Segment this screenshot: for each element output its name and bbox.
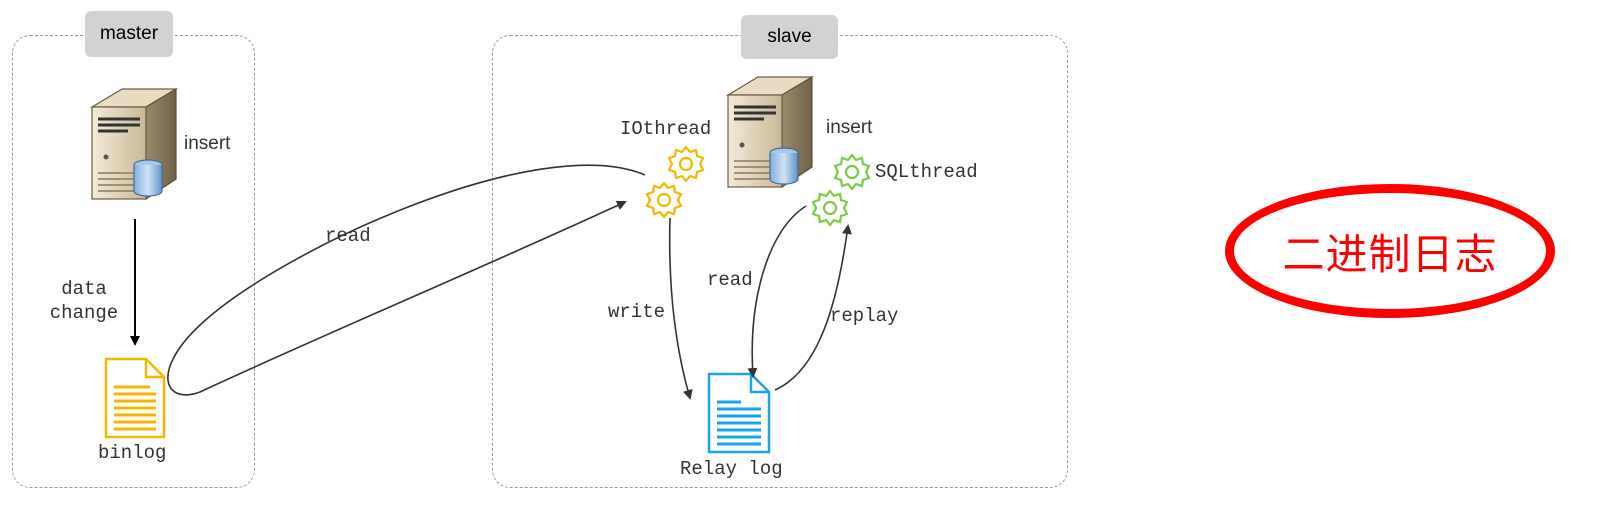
io-thread-label: IOthread bbox=[620, 118, 712, 140]
io-write-arrow bbox=[668, 217, 693, 400]
binary-log-highlight-text: 二进制日志 bbox=[1282, 229, 1498, 279]
sql-read-label: read bbox=[707, 269, 753, 291]
binary-log-highlight: 二进制日志 bbox=[1225, 184, 1555, 318]
io-write-label: write bbox=[608, 301, 666, 323]
slave-server-label: insert bbox=[826, 117, 873, 138]
io-read-label: read bbox=[325, 225, 371, 247]
sql-read-arrow bbox=[747, 205, 807, 378]
sql-replay-arrow bbox=[774, 224, 852, 391]
master-tag: master bbox=[85, 11, 173, 57]
data-change-line-1: data bbox=[61, 278, 107, 300]
data-change-line-2: change bbox=[49, 302, 119, 324]
binlog-label: binlog bbox=[98, 442, 167, 464]
relay-log-file-icon bbox=[707, 372, 771, 454]
slave-tag: slave bbox=[741, 15, 838, 59]
io-thread-gear-icon bbox=[645, 145, 705, 219]
sql-replay-label: replay bbox=[830, 305, 899, 327]
relay-log-label: Relay log bbox=[680, 458, 783, 480]
sql-thread-gear-icon bbox=[811, 153, 871, 227]
slave-server-icon bbox=[725, 75, 815, 189]
master-server-label: insert bbox=[184, 133, 231, 154]
io-read-loop-arrow bbox=[167, 164, 646, 396]
data-change-label: data change bbox=[44, 277, 124, 325]
sql-thread-label: SQLthread bbox=[875, 161, 978, 183]
master-server-icon bbox=[89, 87, 179, 201]
binlog-file-icon bbox=[104, 357, 166, 439]
